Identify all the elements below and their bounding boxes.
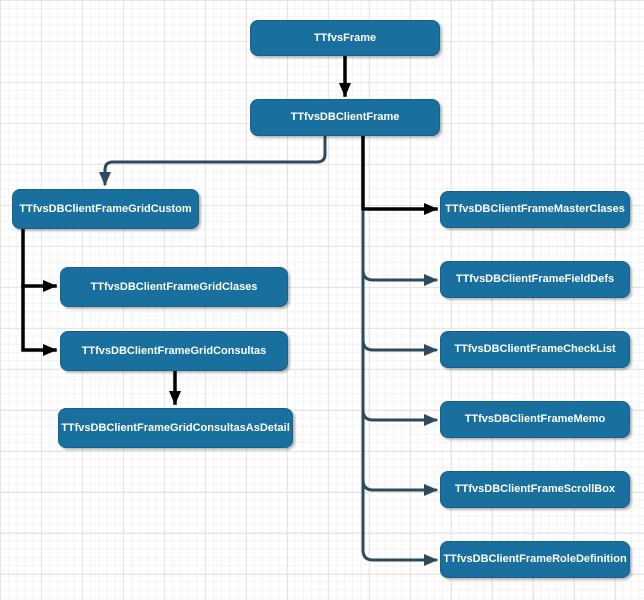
node-label: TTfvsDBClientFrameGridClases <box>90 280 258 293</box>
node-fielddefs[interactable]: TTfvsDBClientFrameFieldDefs <box>440 261 630 298</box>
node-label: TTfvsDBClientFrameMasterClases <box>445 203 625 216</box>
node-gridclases[interactable]: TTfvsDBClientFrameGridClases <box>60 267 288 307</box>
node-label: TTfvsDBClientFrameGridConsultas <box>81 344 267 357</box>
edge-dbclientframe-to-masterclases <box>361 134 438 215</box>
node-label: TTfvsDBClientFrameFieldDefs <box>455 273 615 286</box>
edge-trunk-to-checklist <box>361 336 438 356</box>
node-label: TTfvsDBClientFrameRoleDefinition <box>443 553 627 566</box>
node-label: TTfvsDBClientFrameGridConsultasAsDetail <box>61 421 290 434</box>
edge-trunk-to-scrollbox <box>361 476 438 496</box>
node-label: TTfvsFrame <box>313 31 377 44</box>
node-label: TTfvsDBClientFrameScrollBox <box>454 483 616 496</box>
edge-dbclientframe-to-gridcustom <box>99 134 327 186</box>
edge-trunk-to-fielddefs <box>361 266 438 286</box>
edge-trunk-to-roledefinition <box>361 210 438 566</box>
node-masterclases[interactable]: TTfvsDBClientFrameMasterClases <box>440 191 630 228</box>
node-ttfvsdbclientframe[interactable]: TTfvsDBClientFrame <box>250 99 440 136</box>
node-scrollbox[interactable]: TTfvsDBClientFrameScrollBox <box>440 471 630 508</box>
node-gridconsultas[interactable]: TTfvsDBClientFrameGridConsultas <box>60 331 288 371</box>
node-label: TTfvsDBClientFrame <box>290 111 400 124</box>
node-label: TTfvsDBClientFrameCheckList <box>454 343 616 356</box>
node-roledefinition[interactable]: TTfvsDBClientFrameRoleDefinition <box>440 541 630 578</box>
node-gridcustom[interactable]: TTfvsDBClientFrameGridCustom <box>12 189 199 229</box>
edge-gridcustom-trunk-to-gridconsultas <box>21 227 57 356</box>
node-label: TTfvsDBClientFrameGridCustom <box>19 202 192 215</box>
node-checklist[interactable]: TTfvsDBClientFrameCheckList <box>440 331 630 368</box>
node-gridconsultasasdetail[interactable]: TTfvsDBClientFrameGridConsultasAsDetail <box>58 408 293 448</box>
node-label: TTfvsDBClientFrameMemo <box>464 413 606 426</box>
edge-trunk-to-memo <box>361 406 438 426</box>
node-ttfvsframe[interactable]: TTfvsFrame <box>250 20 440 56</box>
node-memo[interactable]: TTfvsDBClientFrameMemo <box>440 401 630 438</box>
